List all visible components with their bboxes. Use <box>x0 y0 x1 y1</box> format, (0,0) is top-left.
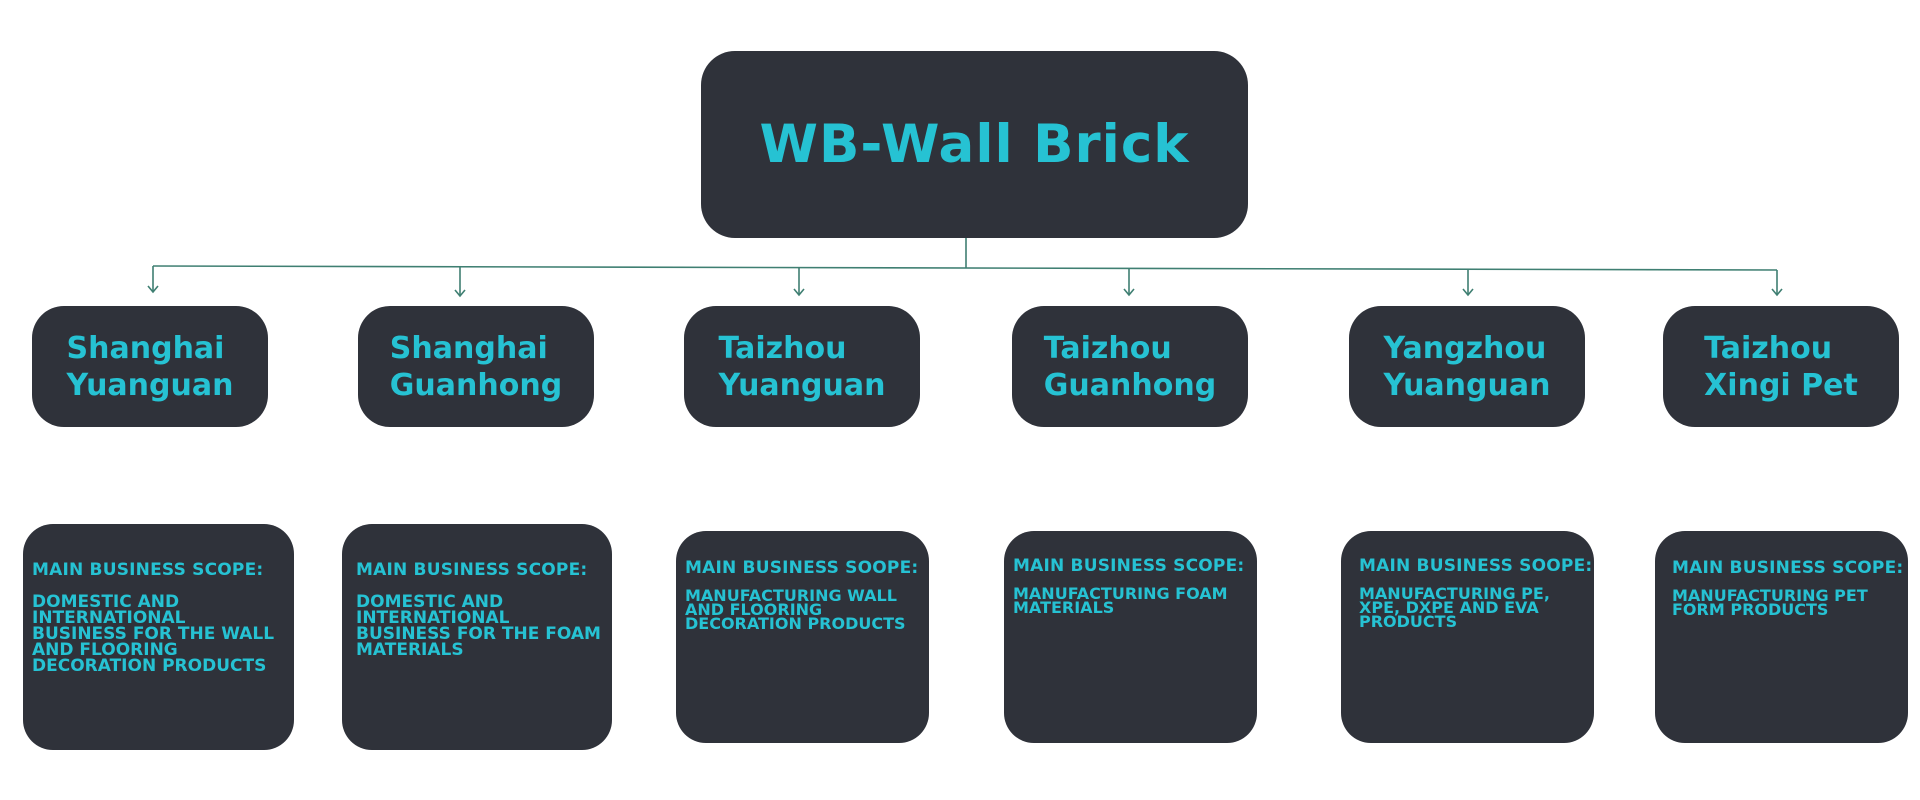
horizontal-connector <box>152 265 1778 271</box>
scope-label: MAIN BUSINESS SCOPE: <box>32 560 264 580</box>
company-node-taizhou-yuanguan: Taizhou Yuanguan <box>684 306 920 427</box>
arrowhead-6 <box>1771 288 1783 297</box>
company-name-line2: Yuanguan <box>66 367 234 403</box>
company-name-line1: Shanghai <box>389 330 548 366</box>
company-name-line1: Taizhou <box>1704 330 1833 366</box>
scope-node-taizhou-xingi-pet: MAIN BUSINESS SCOPE: MANUFACTURING PET F… <box>1655 531 1908 743</box>
arrowhead-3 <box>793 288 805 297</box>
company-name-line2: Guanhong <box>389 367 563 403</box>
scope-node-yangzhou-yuanguan: MAIN BUSINESS SOOPE: MANUFACTURING PE, X… <box>1341 531 1594 743</box>
company-name-line1: Taizhou <box>718 330 847 366</box>
scope-text: MANUFACTURING PE, XPE, DXPE AND EVA PROD… <box>1359 584 1550 631</box>
company-name: Taizhou Guanhong <box>1044 330 1216 404</box>
arrowhead-2 <box>454 289 466 298</box>
scope-text: MANUFACTURING WALL AND FLOORING DECORATI… <box>685 586 906 633</box>
scope-node-taizhou-yuanguan: MAIN BUSINESS SOOPE: MANUFACTURING WALL … <box>676 531 929 743</box>
scope-node-taizhou-guanhong: MAIN BUSINESS SCOPE: MANUFACTURING FOAM … <box>1004 531 1257 743</box>
company-name-line2: Yuanguan <box>1383 367 1551 403</box>
company-node-yangzhou-yuanguan: Yangzhou Yuanguan <box>1349 306 1585 427</box>
company-name-line2: Guanhong <box>1043 367 1217 403</box>
scope-label: MAIN BUSINESS SCOPE: <box>356 560 588 580</box>
scope-text: MANUFACTURING PET FORM PRODUCTS <box>1672 586 1868 619</box>
company-name: Yangzhou Yuanguan <box>1384 330 1551 404</box>
scope-text: DOMESTIC AND INTERNATIONAL BUSINESS FOR … <box>32 592 275 676</box>
scope-label: MAIN BUSINESS SOOPE: <box>685 558 919 578</box>
company-name-line1: Taizhou <box>1043 330 1172 366</box>
company-name-line2: Xingi Pet <box>1704 367 1858 403</box>
company-name: Shanghai Yuanguan <box>67 330 234 404</box>
company-name-line1: Shanghai <box>66 330 225 366</box>
scope-label: MAIN BUSINESS SCOPE: <box>1672 558 1904 578</box>
root-title: WB-Wall Brick <box>759 114 1190 175</box>
company-node-taizhou-guanhong: Taizhou Guanhong <box>1012 306 1248 427</box>
company-node-shanghai-guanhong: Shanghai Guanhong <box>358 306 594 427</box>
scope-text: MANUFACTURING FOAM MATERIALS <box>1013 584 1228 617</box>
company-name: Shanghai Guanhong <box>390 330 562 404</box>
company-name: Taizhou Xingi Pet <box>1704 330 1858 404</box>
scope-label: MAIN BUSINESS SCOPE: <box>1013 556 1245 576</box>
scope-node-shanghai-guanhong: MAIN BUSINESS SCOPE: DOMESTIC AND INTERN… <box>342 524 612 750</box>
arrowhead-5 <box>1462 288 1474 297</box>
company-name-line1: Yangzhou <box>1383 330 1547 366</box>
company-node-taizhou-xingi-pet: Taizhou Xingi Pet <box>1663 306 1899 427</box>
root-node: WB-Wall Brick <box>701 51 1248 238</box>
company-name: Taizhou Yuanguan <box>719 330 886 404</box>
arrowhead-1 <box>147 285 159 294</box>
arrowhead-4 <box>1123 288 1135 297</box>
scope-text: DOMESTIC AND INTERNATIONAL BUSINESS FOR … <box>356 592 601 660</box>
scope-label: MAIN BUSINESS SOOPE: <box>1359 556 1593 576</box>
company-node-shanghai-yuanguan: Shanghai Yuanguan <box>32 306 268 427</box>
scope-node-shanghai-yuanguan: MAIN BUSINESS SCOPE: DOMESTIC AND INTERN… <box>23 524 294 750</box>
company-name-line2: Yuanguan <box>718 367 886 403</box>
